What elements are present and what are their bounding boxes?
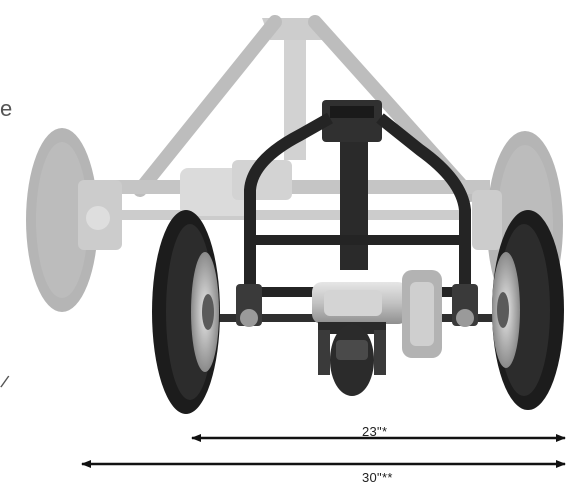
front-motor	[312, 270, 442, 358]
center-caster	[318, 322, 386, 396]
cropped-text-fragment: e	[0, 96, 13, 121]
rear-frame-faded	[26, 15, 563, 319]
front-right-wheel	[492, 210, 564, 410]
inner-width-label: 23"*	[362, 424, 388, 439]
outer-width-label: 30"**	[362, 470, 393, 485]
center-column	[322, 100, 382, 270]
front-left-wheel	[152, 210, 220, 414]
